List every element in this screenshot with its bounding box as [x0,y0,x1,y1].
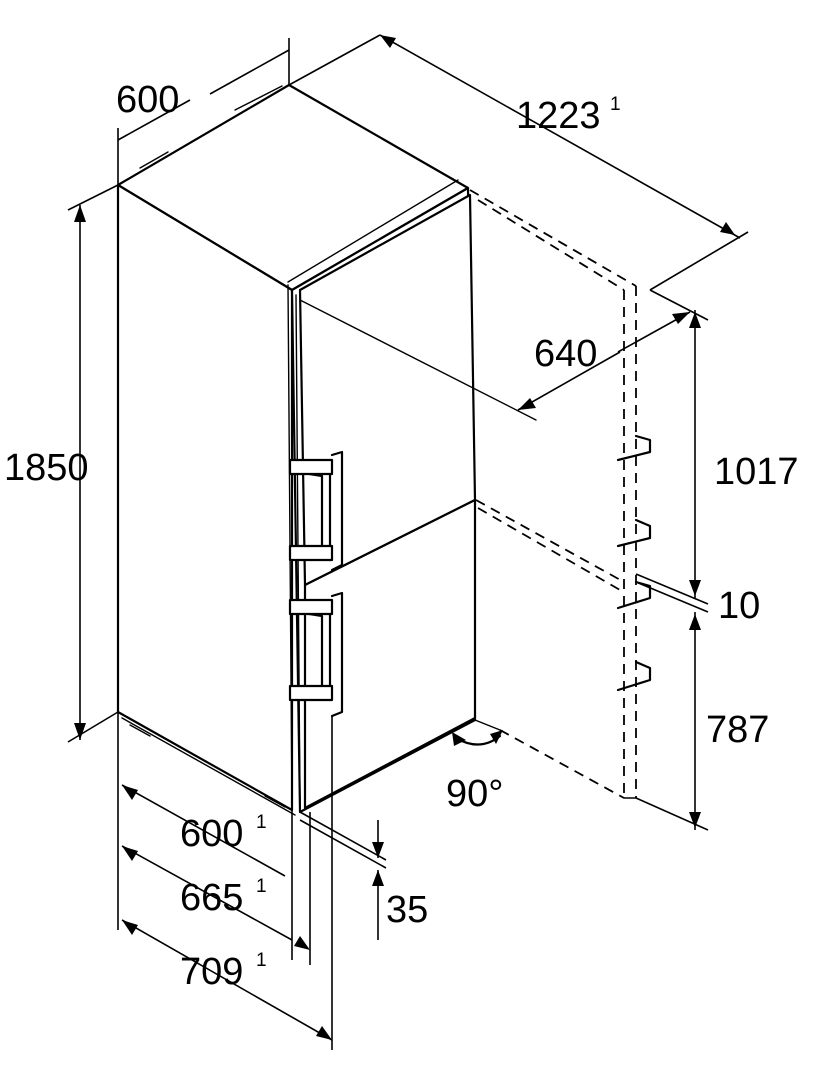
label-opening-angle: 90° [446,773,503,815]
open-door-outline [469,189,637,799]
dim-ext [649,289,709,321]
upper-door-handle [288,450,344,572]
dim-ext [649,231,749,291]
dim-ext [635,581,709,613]
dim-ext [635,573,709,605]
arrowhead [74,205,86,222]
label-lower-door-height: 787 [706,709,769,751]
foot [129,724,151,737]
arrowhead [689,312,701,328]
arrowhead [74,723,86,740]
dim-line-depth-open [379,34,741,239]
label-feet-offset: 35 [386,889,428,931]
foot [264,795,286,808]
door-width-ref [299,299,537,421]
door-shelves [616,434,652,692]
label-depth-body-sup: 1 [256,812,267,833]
top-rim-mark [234,85,283,111]
lower-door [303,498,477,810]
dim-ext [67,184,119,211]
dim-line-depth-handle [121,919,333,1041]
arrowhead [294,936,310,950]
cabinet-left-side [116,183,294,812]
arrowhead [316,1026,332,1040]
arrowhead [672,312,690,324]
dim-ext [67,711,119,743]
top-rim-mark [139,151,169,169]
label-height: 1850 [4,447,89,489]
arrowhead [689,614,701,630]
dim-line-depth-body [121,784,286,877]
dim-ext [299,811,387,861]
arrowhead [689,812,701,828]
dim-ext [288,34,381,86]
label-door-width: 640 [534,333,597,375]
rotation-arrow [490,730,503,744]
dim-line-door-width [517,351,621,411]
base-line [121,717,296,816]
arrowhead [122,846,138,861]
label-depth-body: 600 [180,813,243,855]
dim-line-top-width [209,49,290,95]
label-depth-door: 665 [180,877,243,919]
label-top-width: 600 [116,79,179,121]
arrowhead [122,785,138,800]
label-depth-handle-sup: 1 [256,950,267,971]
dim-line-top-width [117,99,191,141]
arrowhead [689,580,701,596]
label-depth-open: 1223 [516,95,601,137]
dim-line-depth-door [121,845,293,941]
arrowhead [372,842,384,858]
arrowhead [122,920,138,935]
arrowhead [518,398,536,410]
label-upper-door-height: 1017 [714,451,799,493]
arrowhead [720,222,735,235]
arrowhead [372,870,384,886]
label-depth-door-sup: 1 [256,876,267,897]
label-depth-open-sup: 1 [610,94,621,115]
arrowhead [380,35,396,48]
door-top-edge [287,179,459,283]
rotation-arrow [452,732,466,746]
hinge-pivot [474,719,501,731]
lower-door-handle [288,591,344,718]
label-door-gap: 10 [718,585,760,627]
dim-ext [299,819,387,869]
label-depth-handle: 709 [180,951,243,993]
